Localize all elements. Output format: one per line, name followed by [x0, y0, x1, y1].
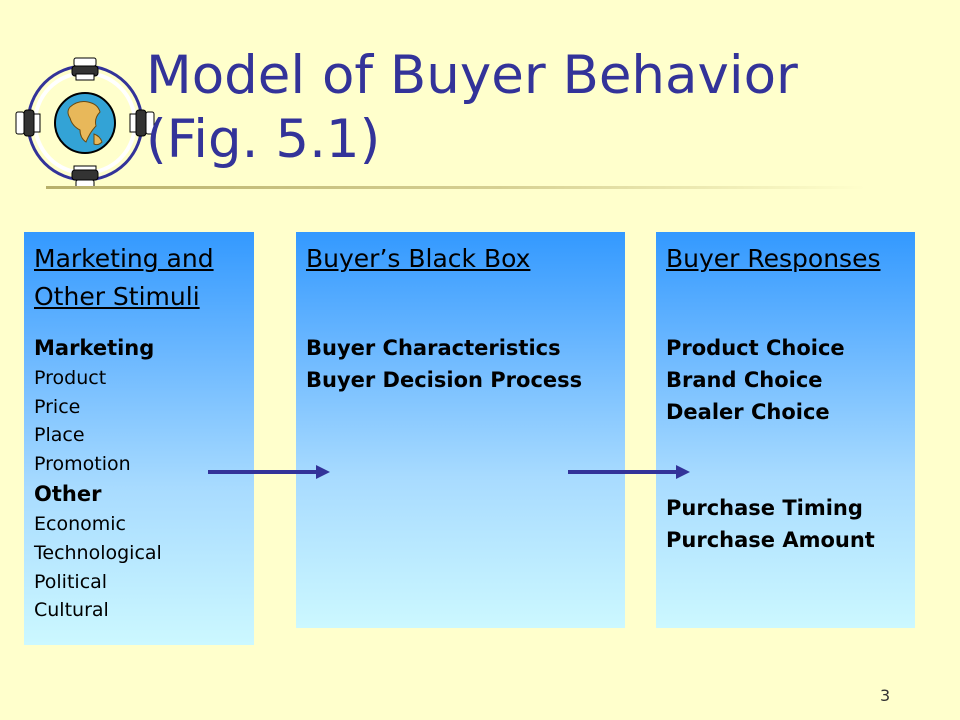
list-item: Technological [34, 541, 162, 564]
stimuli-box: Marketing and Other Stimuli Marketing Pr… [24, 232, 254, 645]
black-box-heading: Buyer’s Black Box [306, 244, 531, 273]
responses-heading: Buyer Responses [666, 244, 881, 273]
list-item: Brand Choice [666, 368, 823, 392]
list-item: Purchase Amount [666, 528, 875, 552]
list-item: Place [34, 424, 85, 447]
slide-title: Model of Buyer Behavior (Fig. 5.1) [146, 44, 946, 172]
list-item: Economic [34, 513, 126, 536]
title-line-1: Model of Buyer Behavior [146, 45, 798, 106]
other-label: Other [34, 482, 102, 507]
list-item: Dealer Choice [666, 400, 830, 424]
stimuli-heading-2: Other Stimuli [34, 282, 200, 311]
globe-icon [15, 57, 155, 189]
list-item: Promotion [34, 452, 131, 475]
arrow-right-icon [568, 465, 690, 479]
title-underline [46, 186, 866, 189]
black-box: Buyer’s Black Box Buyer Characteristics … [296, 232, 625, 628]
list-item: Product Choice [666, 336, 845, 360]
list-item: Buyer Characteristics [306, 336, 561, 360]
list-item: Price [34, 395, 81, 418]
list-item: Cultural [34, 599, 109, 622]
marketing-label: Marketing [34, 336, 155, 360]
title-line-2: (Fig. 5.1) [146, 109, 381, 170]
list-item: Political [34, 570, 108, 593]
responses-box: Buyer Responses Product Choice Brand Cho… [656, 232, 915, 628]
page-number: 3 [880, 686, 891, 705]
list-item: Buyer Decision Process [306, 368, 583, 392]
stimuli-heading-1: Marketing and [34, 244, 214, 273]
list-item: Product [34, 367, 107, 389]
arrow-right-icon [208, 465, 330, 479]
list-item: Purchase Timing [666, 496, 863, 520]
